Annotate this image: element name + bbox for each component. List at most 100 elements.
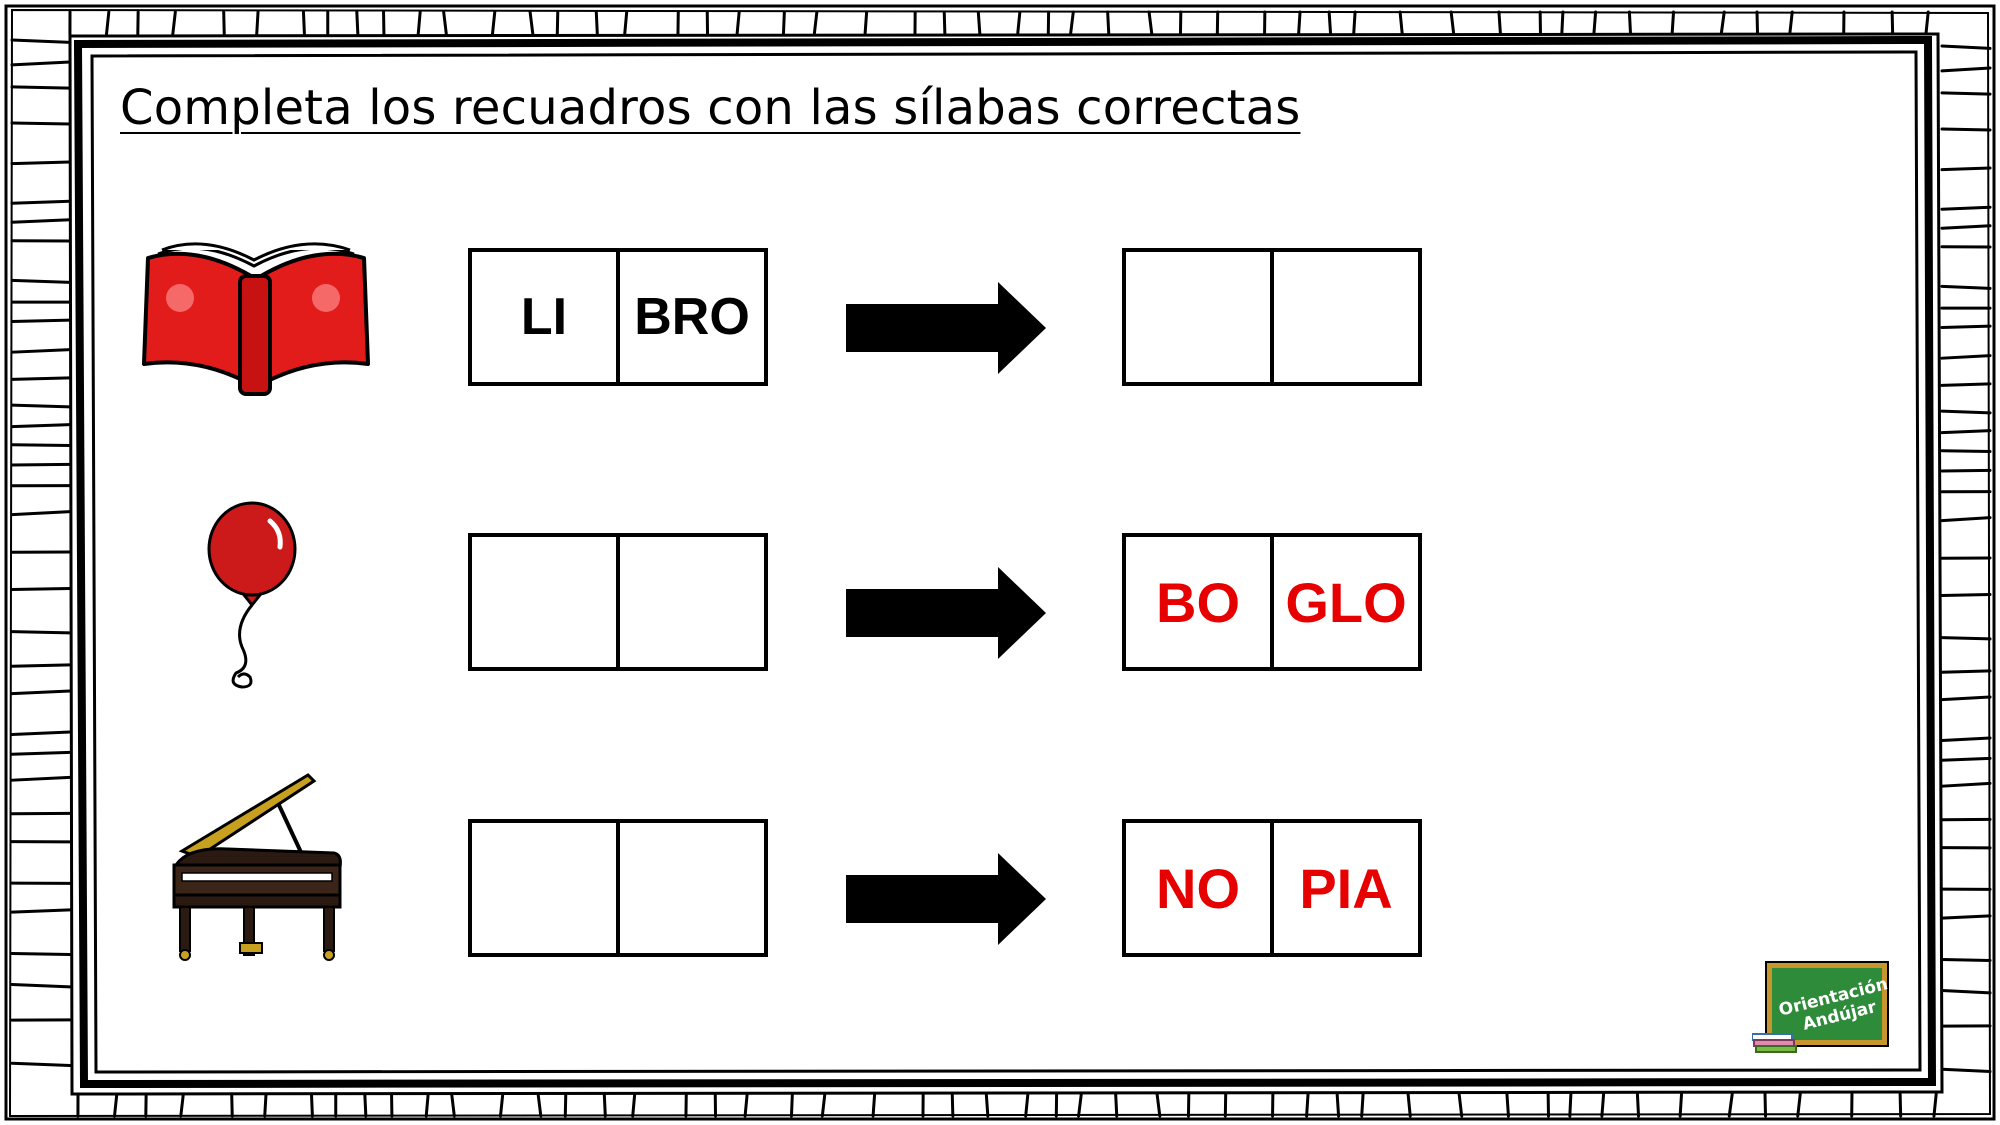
- border-tick: [1796, 1092, 1802, 1118]
- border-tick: [10, 278, 72, 284]
- exercise-row-balloon: BO GLO: [0, 501, 2000, 689]
- orientacion-andujar-logo: Orientación Andújar: [1752, 961, 1890, 1053]
- border-tick: [10, 689, 72, 696]
- border-tick: [1940, 382, 1992, 387]
- border-tick: [1940, 284, 1992, 290]
- piano-icon: [172, 773, 342, 961]
- border-tick: [10, 85, 72, 90]
- border-tick: [10, 630, 72, 635]
- border-tick: [820, 1092, 827, 1118]
- border-tick: [424, 1092, 430, 1118]
- border-tick: [355, 10, 360, 36]
- exercise-row-book: LI BRO: [0, 242, 2000, 396]
- border-tick: [1016, 10, 1022, 36]
- border-tick: [942, 10, 947, 36]
- border-tick: [1940, 1067, 1992, 1074]
- border-tick: [1940, 429, 1992, 435]
- border-tick: [498, 1092, 505, 1118]
- border-tick: [871, 1092, 877, 1118]
- border-tick: [10, 730, 72, 737]
- border-tick: [1940, 592, 1992, 597]
- border-tick: [1670, 10, 1676, 36]
- border-tick: [10, 376, 72, 381]
- syllable-cell[interactable]: [472, 537, 616, 667]
- border-tick: [1940, 166, 1992, 172]
- border-tick: [1727, 1092, 1734, 1118]
- border-tick: [10, 951, 72, 956]
- arrow-right-icon: [846, 282, 1046, 374]
- syllable-cell[interactable]: [616, 537, 764, 667]
- border-tick: [10, 60, 72, 67]
- border-tick: [10, 199, 72, 205]
- border-tick: [1940, 468, 1992, 473]
- border-tick: [1106, 10, 1111, 36]
- border-tick: [1940, 781, 1992, 788]
- border-tick: [1940, 409, 1992, 415]
- border-tick: [10, 750, 72, 756]
- syllable-cell[interactable]: [1270, 252, 1418, 382]
- border-tick: [1497, 10, 1502, 36]
- arrow-right-icon: [846, 853, 1046, 945]
- border-tick: [1788, 10, 1794, 36]
- border-tick: [1924, 10, 1930, 36]
- syllable-box-source: NO PIA: [1122, 819, 1422, 957]
- border-tick: [1940, 44, 1992, 50]
- border-tick: [255, 10, 260, 36]
- border-tick: [1763, 1092, 1768, 1118]
- border-tick: [1592, 10, 1598, 36]
- border-tick: [10, 218, 72, 224]
- border-tick: [1335, 1092, 1341, 1118]
- border-tick: [10, 318, 72, 323]
- border-tick: [1940, 224, 1992, 230]
- border-tick: [113, 1092, 119, 1118]
- border-tick: [1635, 1092, 1641, 1118]
- border-tick: [1940, 205, 1992, 211]
- syllable-box-source: LI BRO: [468, 248, 768, 386]
- border-tick: [416, 10, 422, 36]
- syllable-box-answer[interactable]: [1122, 248, 1422, 386]
- border-tick: [1940, 516, 1992, 523]
- border-tick: [1114, 1092, 1119, 1118]
- border-tick: [1449, 10, 1456, 36]
- border-tick: [1600, 1092, 1606, 1118]
- border-tick: [1940, 324, 1992, 329]
- border-tick: [950, 1092, 955, 1118]
- border-tick: [1457, 1092, 1464, 1118]
- border-tick: [863, 10, 869, 36]
- border-tick: [1940, 957, 1992, 962]
- border-tick: [10, 1061, 72, 1068]
- border-tick: [10, 462, 72, 467]
- border-tick: [1568, 1092, 1573, 1118]
- syllable-cell: LI: [520, 288, 568, 346]
- border-tick: [1940, 127, 1992, 132]
- syllable-box-source: BO GLO: [1122, 533, 1422, 671]
- border-tick: [1940, 91, 1992, 96]
- syllable-cell[interactable]: [616, 823, 764, 953]
- border-tick: [1505, 1092, 1510, 1118]
- border-tick: [1940, 66, 1992, 73]
- border-tick: [1297, 10, 1302, 36]
- border-tick: [1147, 10, 1154, 36]
- syllable-box-answer[interactable]: [468, 533, 768, 671]
- syllable-cell: BRO: [616, 252, 764, 382]
- border-tick: [1940, 636, 1992, 641]
- border-tick: [976, 10, 982, 36]
- syllable-cell[interactable]: [472, 823, 616, 953]
- border-tick: [1940, 988, 1992, 995]
- syllable-box-answer[interactable]: [468, 819, 768, 957]
- border-tick: [1069, 10, 1075, 36]
- border-tick: [594, 10, 599, 36]
- border-tick: [1305, 1092, 1310, 1118]
- border-tick: [10, 775, 72, 782]
- border-tick: [1755, 10, 1760, 36]
- border-tick: [1932, 1092, 1938, 1118]
- border-tick: [10, 510, 72, 517]
- border-tick: [1940, 914, 1992, 920]
- border-tick: [1627, 10, 1633, 36]
- border-tick: [1077, 1092, 1083, 1118]
- syllable-cell[interactable]: [1126, 252, 1270, 382]
- border-tick: [171, 10, 177, 36]
- border-tick: [528, 10, 535, 36]
- border-tick: [1155, 1092, 1162, 1118]
